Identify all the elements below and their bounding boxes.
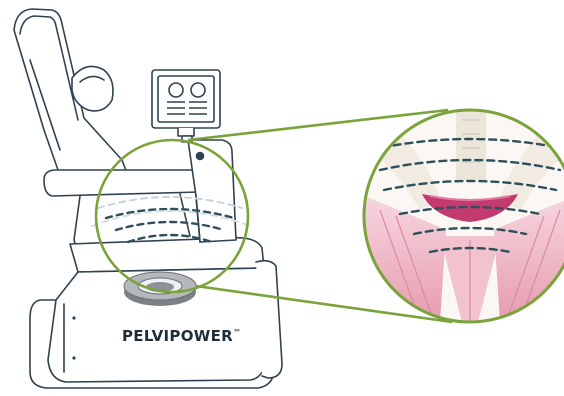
chair-armrest — [44, 170, 202, 196]
chair-console — [188, 140, 236, 242]
chair-seat — [70, 238, 264, 272]
chair-headrest — [72, 66, 113, 110]
magnifier-lens-icon — [364, 110, 564, 322]
brand-logo-text: PELVIPOWER™ — [122, 327, 241, 345]
magnetic-coil-icon — [124, 272, 196, 306]
